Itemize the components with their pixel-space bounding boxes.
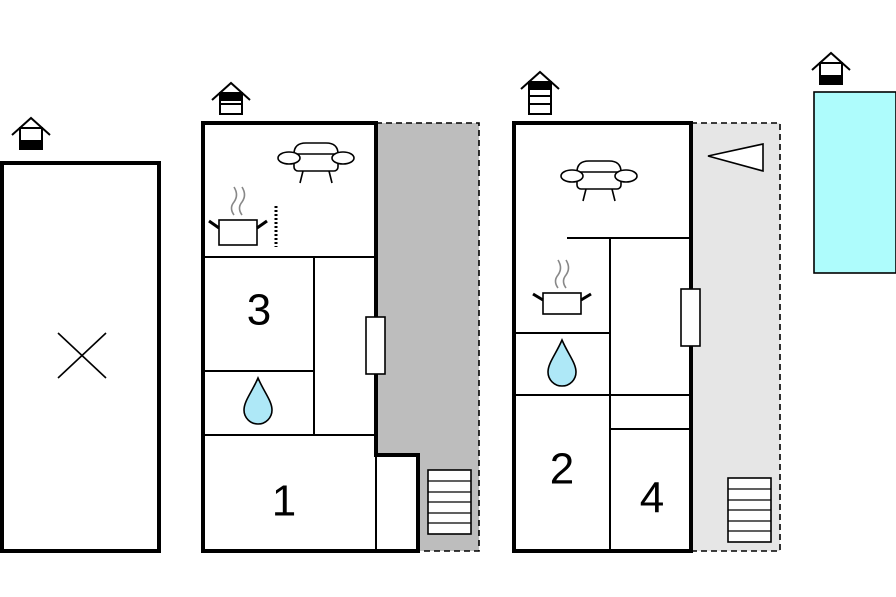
balcony-arrow-icon — [707, 143, 764, 173]
floor-panel-ground: 3 1 — [201, 81, 480, 553]
room-number-2: 2 — [550, 445, 574, 494]
water-drop-icon — [547, 337, 577, 387]
ground-floor-outline — [201, 121, 420, 553]
empty-floor-outline — [0, 161, 161, 553]
floor-panel-empty — [0, 116, 161, 553]
room-number-3: 3 — [247, 286, 271, 335]
level-icon-pool — [811, 51, 851, 85]
sofa-icon — [560, 160, 638, 202]
floor-panel-pool — [811, 51, 896, 274]
terrace-area — [376, 123, 479, 551]
level-icon-first-floor — [520, 70, 560, 115]
kitchen-pot-icon — [208, 186, 268, 246]
room-number-4: 4 — [640, 474, 664, 523]
level-icon-basement — [11, 116, 51, 150]
pool-area — [813, 91, 896, 274]
floor-panel-first: 2 4 — [512, 70, 781, 553]
kitchen-pot-icon — [532, 259, 592, 315]
stairs-icon — [427, 469, 472, 535]
not-applicable-cross-icon — [57, 332, 107, 379]
stairs-icon — [727, 477, 772, 543]
door-icon — [680, 288, 701, 347]
door-icon — [365, 316, 386, 375]
sofa-icon — [277, 142, 355, 184]
water-drop-icon — [243, 375, 273, 425]
room-number-1: 1 — [272, 477, 296, 526]
level-icon-ground-floor — [211, 81, 251, 115]
